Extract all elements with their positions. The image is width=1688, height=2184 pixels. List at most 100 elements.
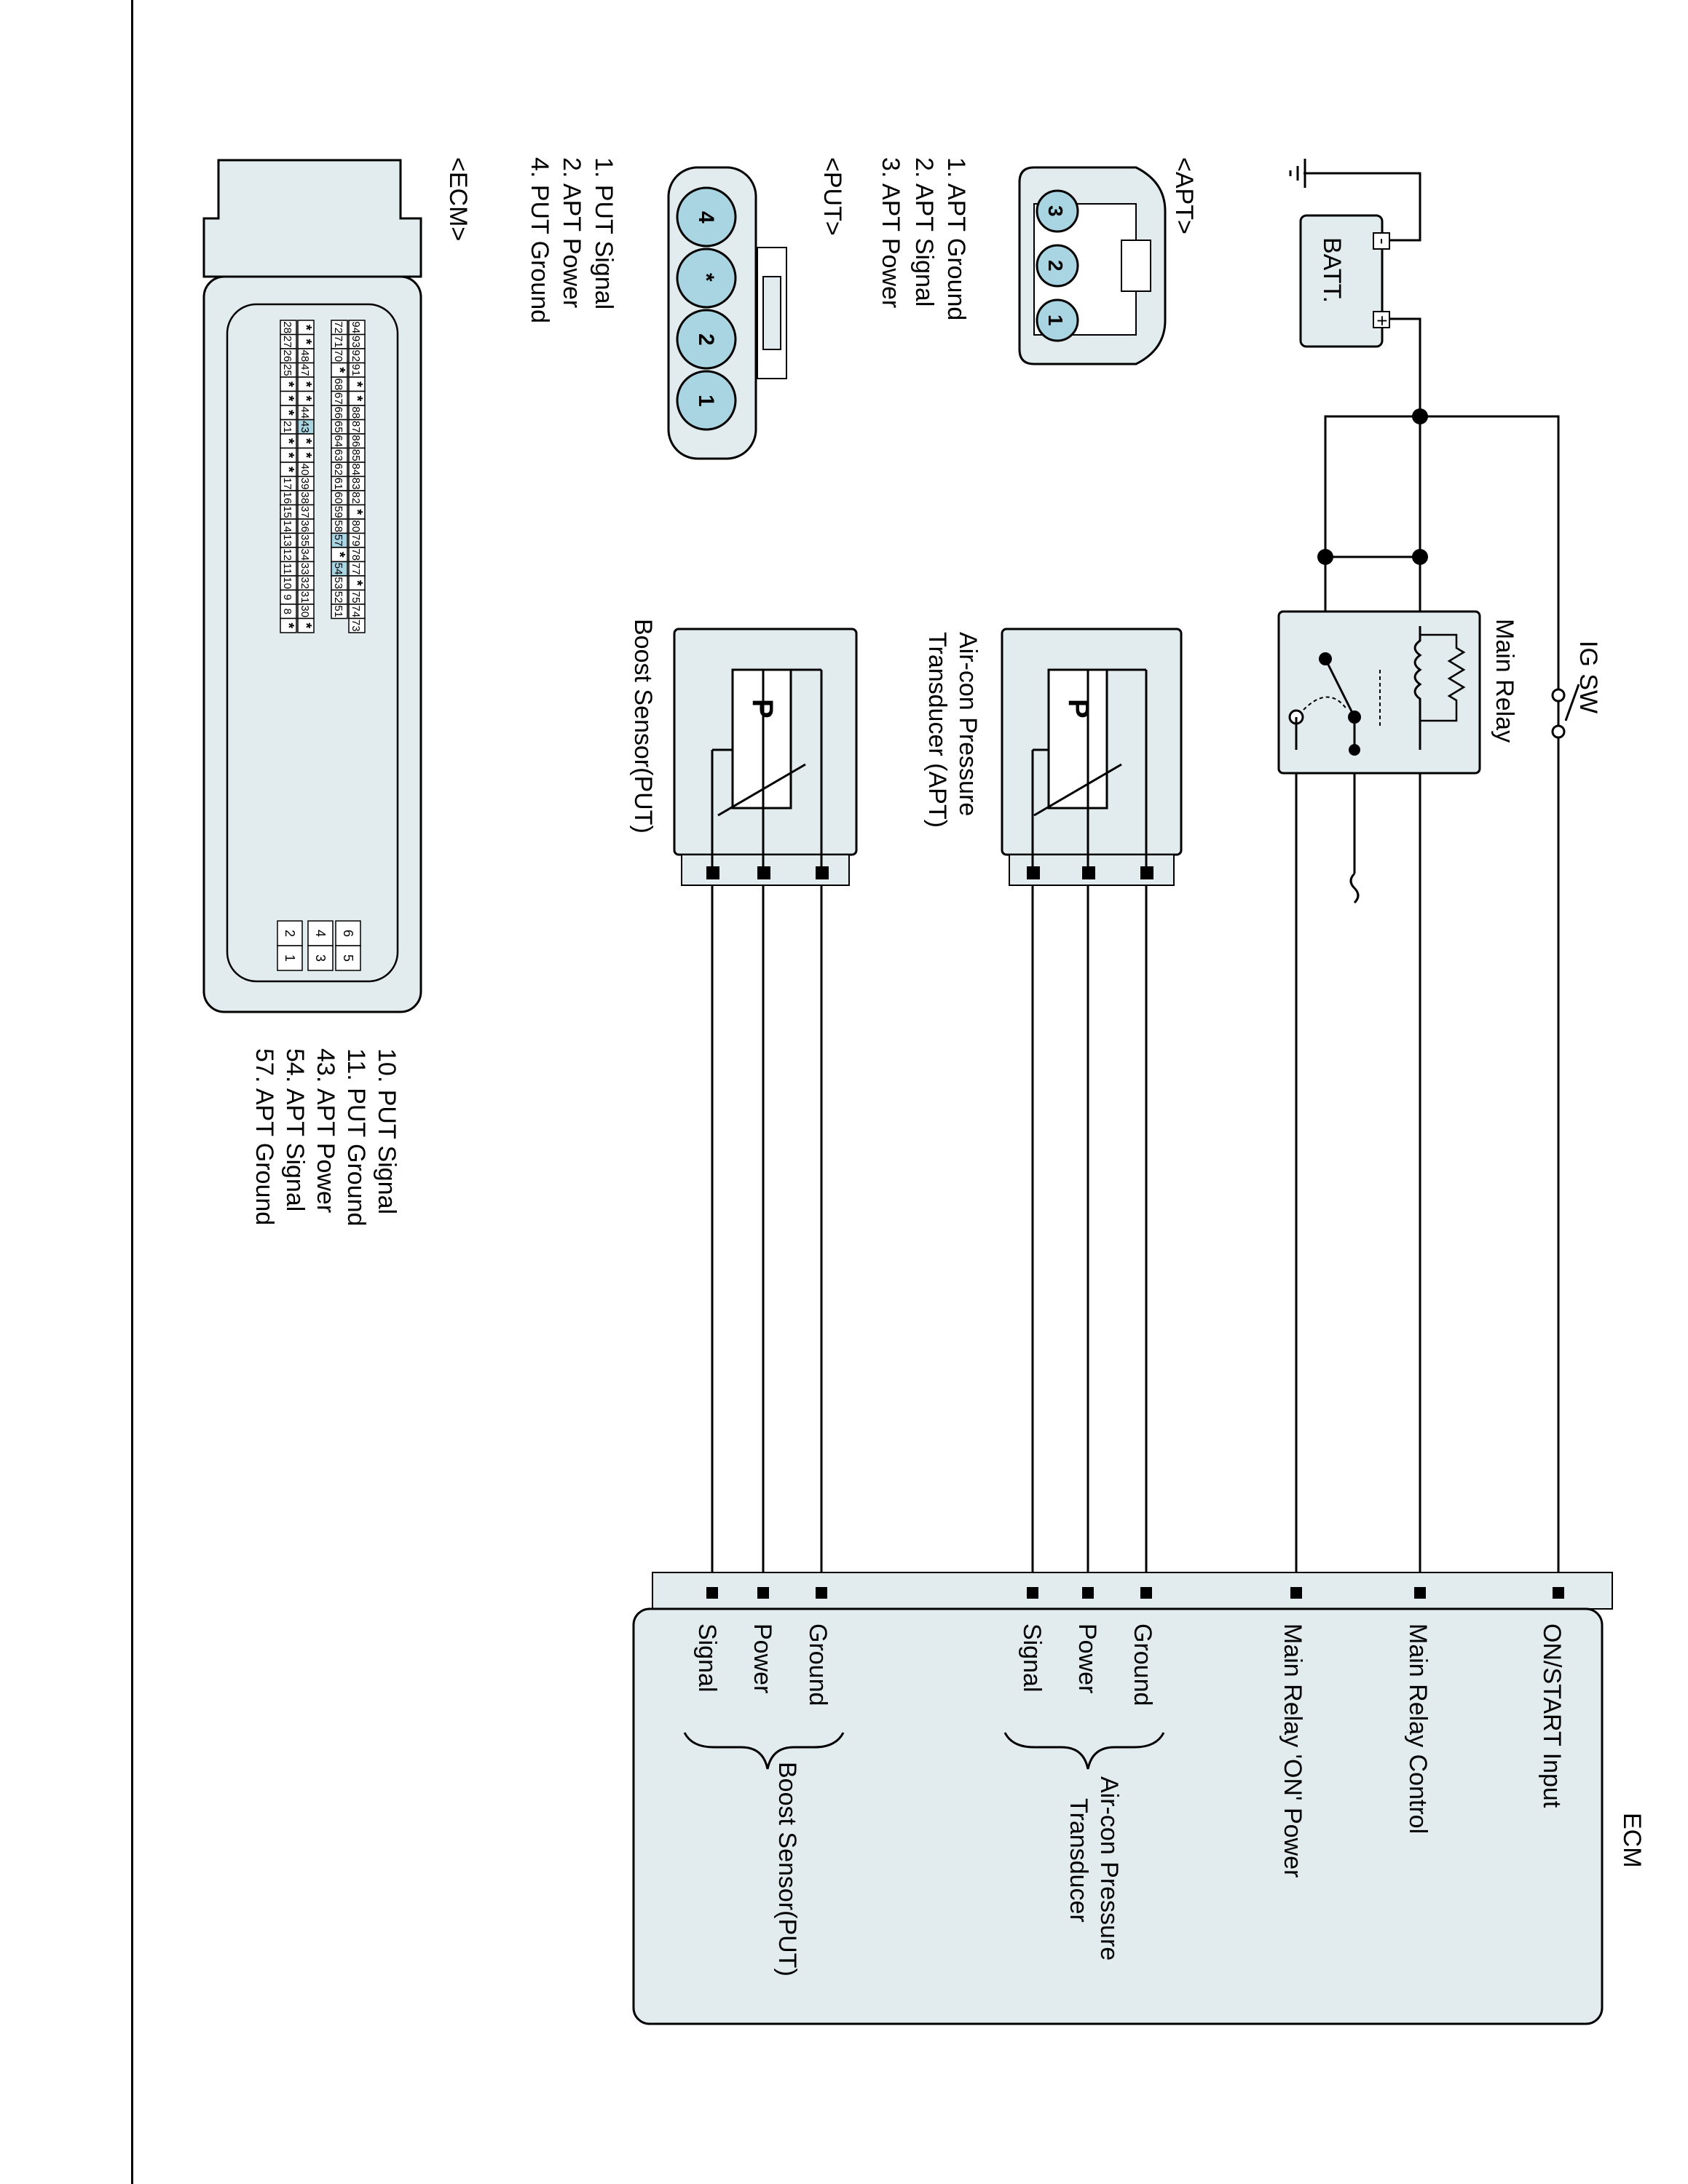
ecm-pin-on-start: ON/START Input	[1538, 1623, 1566, 1808]
ecm-put-ground: Ground	[804, 1623, 832, 1706]
ecm-pin-label: 92	[350, 349, 362, 362]
ecm-pin-label: *	[280, 452, 296, 458]
apt-pin-desc-1: 1. APT Ground	[942, 157, 970, 320]
put-pin-4: 4	[694, 211, 718, 223]
ecm-pin-label: 11	[281, 563, 293, 574]
ecm-pin-label: 67	[332, 392, 344, 405]
ecm-pin-label: 17	[281, 478, 293, 490]
ecm-pin-label: 28	[281, 321, 293, 333]
ecm-pin-label: 64	[332, 435, 344, 447]
ecm-box-title: ECM	[1618, 1813, 1646, 1868]
ecm-power-pin-label: 4	[313, 930, 328, 937]
put-pin-desc-1: 1. PUT Signal	[590, 157, 618, 309]
ecm-pin-label: *	[298, 381, 314, 387]
apt-transducer	[1001, 628, 1183, 886]
ecm-power-pin-label: 3	[313, 954, 328, 962]
ecm-put-power: Power	[749, 1623, 776, 1693]
ecm-power-pin-cell	[335, 945, 361, 971]
ecm-apt-group-1: Air-con Pressure	[1095, 1776, 1123, 1961]
ecm-pin-label: 52	[332, 591, 344, 604]
ig-sw-label: IG SW	[1574, 641, 1602, 713]
apt-pin-desc-2: 2. APT Signal	[910, 157, 938, 306]
ecm-pin-relay-on-power: Main Relay 'ON' Power	[1279, 1623, 1306, 1878]
ecm-pin-label: *	[349, 381, 365, 387]
ecm-pin-cell	[331, 604, 348, 620]
ecm-pin-desc-43: 43. APT Power	[312, 1048, 339, 1213]
battery	[1299, 214, 1390, 348]
ecm-power-pin-cell	[307, 945, 334, 971]
ecm-pin-label: 36	[299, 520, 311, 532]
main-relay-label: Main Relay	[1491, 619, 1518, 743]
batt-minus-label: -	[1372, 238, 1394, 245]
ecm-pin-label: *	[349, 580, 365, 586]
ecm-pin-label: 12	[281, 548, 293, 561]
put-connector	[667, 166, 787, 460]
labels-layer: IG SW Main Relay BATT. - + Air-con Press…	[251, 157, 1646, 1977]
ecm-pin-label: 74	[350, 605, 362, 617]
ecm-pin-relay-control: Main Relay Control	[1404, 1623, 1432, 1834]
ecm-pin-label: 21	[281, 421, 293, 433]
ecm-connector-title: <ECM>	[444, 157, 472, 241]
ecm-pin-label: 63	[332, 449, 344, 462]
ecm-pin-label: 80	[350, 520, 362, 532]
ecm-pin-label: 77	[350, 563, 362, 575]
ecm-pin-label: *	[349, 509, 365, 515]
ecm-pin-label: 10	[281, 577, 293, 589]
ecm-pin-label: 84	[350, 463, 362, 475]
ecm-pin-desc-10: 10. PUT Signal	[373, 1048, 401, 1214]
ecm-pin-label: 47	[299, 364, 311, 376]
ecm-pin-label: 93	[350, 336, 362, 348]
ecm-pin-label: *	[280, 467, 296, 472]
ecm-apt-group-2: Transducer	[1065, 1798, 1092, 1923]
apt-box-label-2: Transducer (APT)	[923, 632, 951, 828]
ecm-put-group: Boost Sensor(PUT)	[773, 1762, 801, 1977]
ecm-pin-label: 53	[332, 577, 344, 589]
ecm-pin-label: *	[349, 395, 365, 401]
ecm-pin-label: 71	[332, 336, 344, 348]
ecm-pin-desc-11: 11. PUT Ground	[342, 1048, 370, 1226]
ecm-pin-label: 40	[299, 463, 311, 475]
ecm-apt-signal: Signal	[1018, 1623, 1046, 1693]
ecm-pin-label: 16	[281, 491, 293, 504]
ecm-pin-label: 57	[332, 534, 344, 547]
ecm-power-pin-cell	[277, 945, 303, 971]
apt-connector-title: <APT>	[1170, 157, 1198, 234]
ecm-power-pin-label: 1	[283, 954, 297, 962]
ecm-apt-ground: Ground	[1129, 1623, 1156, 1706]
ecm-pin-label: 75	[350, 591, 362, 604]
ecm-pin-label: 39	[299, 478, 311, 490]
ecm-put-signal: Signal	[693, 1623, 721, 1693]
ecm-pin-label: 15	[281, 506, 293, 518]
ecm-pin-label: 78	[350, 548, 362, 561]
ecm-pin-label: *	[298, 339, 314, 344]
ecm-pin-label: 73	[350, 620, 362, 632]
ecm-pin-cell	[348, 617, 366, 633]
apt-pin-desc-3: 3. APT Power	[877, 157, 904, 308]
ecm-pin-label: 8	[281, 609, 293, 614]
apt-pin-2: 2	[1044, 260, 1067, 272]
ecm-pin-label: 38	[299, 491, 311, 504]
ecm-power-pin-label: 5	[341, 954, 355, 962]
ecm-pin-desc-54: 54. APT Signal	[281, 1048, 309, 1211]
ecm-pin-label: 59	[332, 506, 344, 518]
ecm-pin-label: 66	[332, 406, 344, 419]
ecm-pin-label: 51	[332, 605, 344, 617]
ecm-power-pin-label: 2	[283, 930, 297, 937]
ecm-pin-label: 87	[350, 421, 362, 433]
boost-sensor	[673, 628, 858, 886]
ecm-pin-label: 30	[299, 605, 311, 617]
junction-dots	[1317, 408, 1428, 565]
page-border	[131, 0, 1688, 2184]
ecm-pin-label: 85	[350, 449, 362, 462]
ecm-pin-label: 26	[281, 349, 293, 362]
main-relay	[1277, 610, 1481, 775]
put-pin-1: 1	[694, 395, 718, 407]
ecm-pin-label: 48	[299, 349, 311, 362]
batt-plus-label: +	[1371, 315, 1393, 326]
put-connector-title: <PUT>	[819, 157, 846, 236]
apt-box-label-1: Air-con Pressure	[954, 632, 982, 816]
ecm-pin-label: 70	[332, 349, 344, 362]
put-pin-desc-2: 2. APT Power	[558, 157, 585, 308]
ecm-pin-label: *	[280, 381, 296, 387]
ecm-pin-label: *	[298, 452, 314, 458]
